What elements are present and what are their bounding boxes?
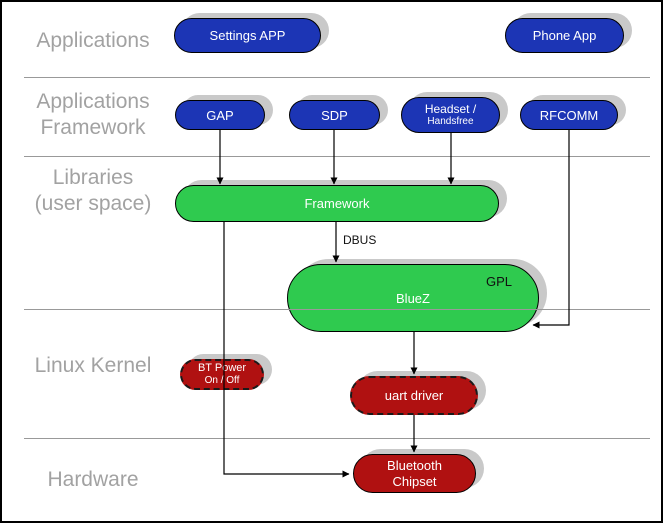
node-rfcomm: RFCOMM	[520, 100, 618, 130]
node-label: Headset /	[424, 101, 477, 116]
node-framework: Framework	[175, 185, 499, 222]
node-label: Settings APP	[209, 28, 286, 43]
node-bluez: GPL BlueZ	[287, 264, 539, 332]
layer-label-hardware: Hardware	[12, 467, 174, 493]
node-label: uart driver	[384, 388, 444, 403]
node-label: BT Power	[197, 362, 247, 374]
layer-divider-4	[24, 438, 650, 439]
layer-label-applications: Applications	[12, 28, 174, 54]
layer-label-text: Linux Kernel	[34, 354, 152, 377]
node-sublabel: On / Off	[204, 375, 240, 386]
node-headset-handsfree: Headset / Handsfree	[401, 97, 500, 133]
node-bluetooth-chipset: Bluetooth Chipset	[353, 454, 476, 493]
node-label: Framework	[304, 196, 370, 211]
node-label: SDP	[321, 107, 348, 123]
layer-label-text: Libraries	[52, 166, 134, 189]
node-label: Phone App	[532, 28, 597, 43]
layer-label-text: Framework	[40, 116, 146, 139]
layer-label-libraries: Libraries (user space)	[12, 165, 174, 217]
node-sublabel: Chipset	[392, 473, 437, 489]
node-label: RFCOMM	[539, 107, 599, 123]
edge-rfcomm-to-bluez	[532, 130, 570, 329]
layer-label-text: (user space)	[34, 192, 152, 215]
edge-label-dbus: DBUS	[343, 233, 377, 247]
layer-label-text: Applications	[36, 90, 150, 113]
node-settings-app: Settings APP	[174, 18, 321, 53]
gpl-license-tag: GPL	[485, 274, 512, 289]
node-label: Bluetooth	[387, 457, 442, 473]
layer-divider-3	[24, 309, 650, 310]
layer-label-applications-framework: Applications Framework	[12, 89, 174, 141]
layer-label-text: Hardware	[47, 468, 139, 491]
node-sublabel: Handsfree	[427, 115, 474, 127]
node-uart-driver: uart driver	[350, 376, 478, 415]
edge-framework-to-chipset	[223, 222, 350, 478]
node-phone-app: Phone App	[505, 18, 624, 53]
node-gap: GAP	[175, 100, 265, 130]
node-label: GAP	[206, 107, 234, 123]
node-label: BlueZ	[396, 290, 430, 306]
layer-divider-2	[24, 156, 650, 157]
layer-label-linux-kernel: Linux Kernel	[12, 353, 174, 379]
node-bt-power: BT Power On / Off	[180, 359, 264, 390]
layer-label-text: Applications	[36, 29, 150, 52]
node-sdp: SDP	[289, 100, 380, 130]
layer-divider-1	[24, 77, 650, 78]
